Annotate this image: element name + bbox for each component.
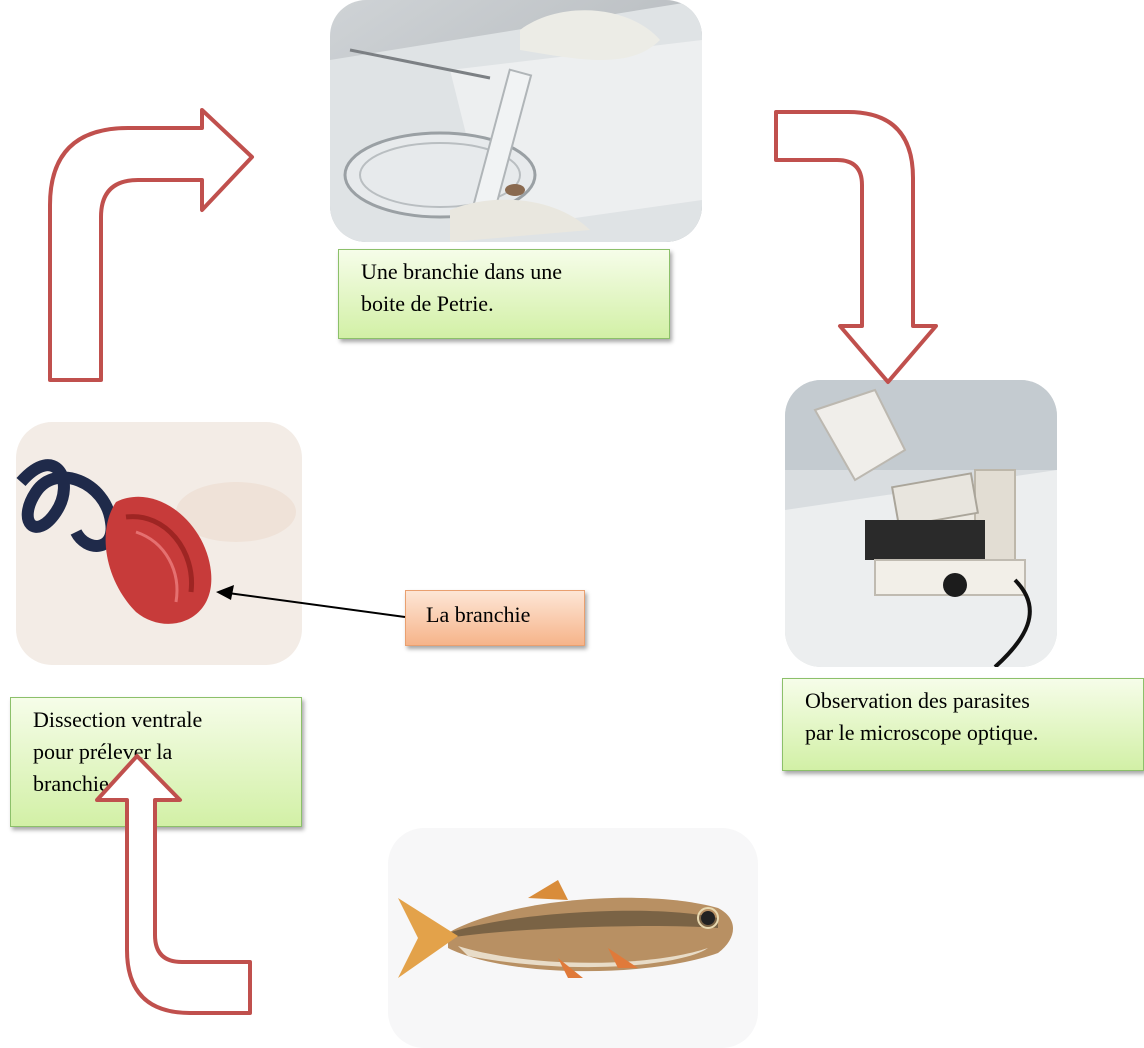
arrow-petri-to-microscope (776, 112, 936, 382)
gill-pointer-head (216, 585, 234, 600)
gill-pointer-line (228, 593, 405, 617)
arrow-dissection-to-petri (50, 110, 252, 380)
arrow-fish-to-dissection (97, 756, 250, 1013)
